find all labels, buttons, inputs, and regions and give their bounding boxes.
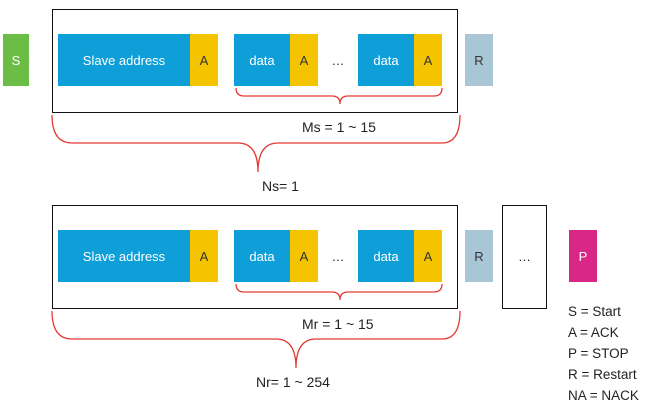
top-data-block-1: data — [234, 34, 290, 86]
top-ack-block-3: A — [414, 34, 442, 86]
legend-ack: A = ACK — [568, 325, 619, 340]
top-restart-block: R — [465, 34, 493, 86]
legend-nack: NA = NACK — [568, 388, 639, 403]
top-transaction-frame — [52, 9, 458, 113]
top-outer-brace — [51, 114, 461, 173]
top-ellipsis: … — [331, 52, 345, 68]
legend-restart: R = Restart — [568, 367, 637, 382]
bottom-inner-brace-label: Mr = 1 ~ 15 — [302, 316, 374, 332]
bottom-ack-block-2: A — [290, 230, 318, 282]
bottom-slave-address-block: Slave address — [58, 230, 190, 282]
bottom-data-block-2: data — [358, 230, 414, 282]
bottom-ack-block-3: A — [414, 230, 442, 282]
start-block: S — [3, 34, 29, 86]
legend-start: S = Start — [568, 304, 621, 319]
top-inner-brace-label: Ms = 1 ~ 15 — [302, 119, 376, 135]
bottom-restart-block: R — [465, 230, 493, 282]
legend-stop: P = STOP — [568, 346, 629, 361]
top-inner-brace — [235, 87, 443, 105]
bottom-data-block-1: data — [234, 230, 290, 282]
top-ack-block-1: A — [190, 34, 218, 86]
top-data-block-2: data — [358, 34, 414, 86]
bottom-transaction-frame — [52, 205, 458, 309]
top-outer-brace-label: Ns= 1 — [262, 178, 299, 194]
top-slave-address-block: Slave address — [58, 34, 190, 86]
bottom-ack-block-1: A — [190, 230, 218, 282]
bottom-inner-brace — [235, 283, 443, 301]
bottom-more-frame — [502, 205, 547, 309]
stop-block: P — [569, 230, 597, 282]
bottom-outer-brace — [51, 310, 461, 369]
bottom-outer-brace-label: Nr= 1 ~ 254 — [256, 374, 330, 390]
bottom-more-ellipsis: … — [518, 248, 531, 264]
bottom-ellipsis: … — [331, 248, 345, 264]
top-ack-block-2: A — [290, 34, 318, 86]
